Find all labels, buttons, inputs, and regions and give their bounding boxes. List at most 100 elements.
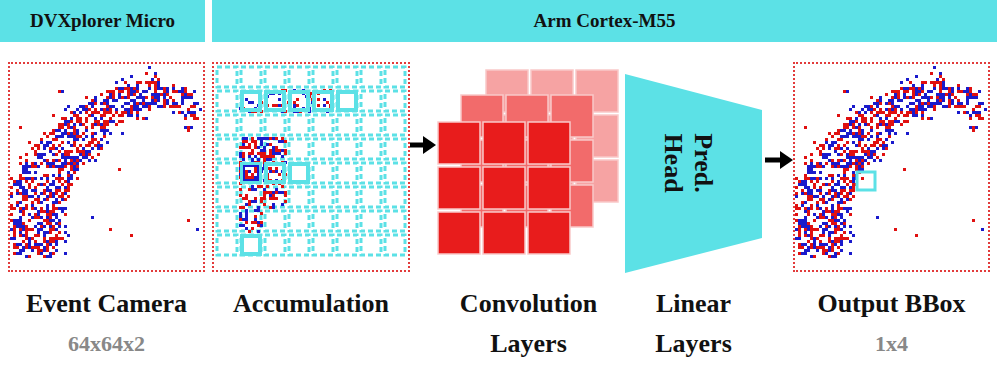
event-pixel	[960, 105, 963, 108]
event-pixel	[978, 111, 981, 114]
event-pixel	[118, 87, 121, 90]
event-pixel	[912, 96, 915, 99]
event-pixel	[260, 200, 263, 203]
event-pixel	[897, 90, 900, 93]
event-pixel	[97, 141, 100, 144]
event-pixel	[984, 108, 987, 111]
event-pixel	[948, 102, 951, 105]
event-pixel	[846, 192, 849, 195]
event-pixel	[918, 108, 921, 111]
event-pixel	[852, 177, 855, 180]
event-pixel	[154, 84, 157, 87]
event-pixel	[19, 222, 22, 225]
event-pixel	[804, 126, 807, 129]
event-pixel	[61, 210, 64, 213]
event-pixel	[882, 111, 885, 114]
event-pixel	[85, 126, 88, 129]
event-pixel	[825, 225, 828, 228]
event-pixel	[918, 87, 921, 90]
image-frame	[8, 62, 205, 272]
event-pixel	[79, 111, 82, 114]
event-pixel	[945, 93, 948, 96]
event-pixel	[121, 87, 124, 90]
event-pixel	[245, 194, 248, 197]
event-pixel	[822, 210, 825, 213]
event-pixel	[858, 159, 861, 162]
event-pixel	[181, 90, 184, 93]
event-pixel	[40, 225, 43, 228]
event-pixel	[870, 120, 873, 123]
event-pixel	[97, 123, 100, 126]
event-pixel	[61, 123, 64, 126]
event-pixel	[804, 156, 807, 159]
event-pixel	[816, 195, 819, 198]
event-pixel	[254, 215, 257, 218]
event-pixel	[846, 141, 849, 144]
event-pixel	[945, 105, 948, 108]
tile-outline	[289, 139, 309, 159]
event-pixel	[819, 186, 822, 189]
tile-outline	[289, 211, 309, 231]
tile-outline	[241, 163, 261, 183]
event-pixel	[187, 129, 190, 132]
event-pixel	[13, 231, 16, 234]
event-pixel	[909, 102, 912, 105]
event-pixel	[942, 78, 945, 81]
event-pixel	[31, 237, 34, 240]
event-pixel	[816, 228, 819, 231]
event-pixel	[804, 183, 807, 186]
event-pixel	[873, 141, 876, 144]
event-pixel	[46, 135, 49, 138]
event-pixel	[840, 186, 843, 189]
event-pixel	[837, 237, 840, 240]
event-pixel	[828, 225, 831, 228]
event-pixel	[921, 84, 924, 87]
event-pixel	[795, 213, 798, 216]
event-pixel	[58, 159, 61, 162]
event-pixel	[100, 147, 103, 150]
event-pixel	[918, 105, 921, 108]
event-pixel	[891, 102, 894, 105]
event-pixel	[972, 108, 975, 111]
event-pixel	[960, 102, 963, 105]
event-pixel	[254, 176, 257, 179]
event-pixel	[804, 192, 807, 195]
tile-outline	[337, 115, 357, 135]
conv-block: Convolution Layers	[436, 62, 621, 374]
event-pixel	[97, 144, 100, 147]
event-pixel	[879, 159, 882, 162]
event-pixel	[855, 162, 858, 165]
event-pixel	[924, 93, 927, 96]
event-pixel	[25, 255, 28, 258]
event-pixel	[34, 165, 37, 168]
event-pixel	[933, 81, 936, 84]
event-pixel	[40, 192, 43, 195]
event-pixel	[73, 123, 76, 126]
event-pixel	[49, 225, 52, 228]
event-pixel	[852, 195, 855, 198]
event-pixel	[825, 243, 828, 246]
event-pixel	[31, 162, 34, 165]
event-pixel	[957, 105, 960, 108]
event-pixel	[34, 198, 37, 201]
event-pixel	[912, 114, 915, 117]
event-pixel	[852, 123, 855, 126]
event-pixel	[49, 210, 52, 213]
event-pixel	[900, 123, 903, 126]
event-pixel	[22, 165, 25, 168]
event-pixel	[849, 225, 852, 228]
event-pixel	[837, 153, 840, 156]
event-pixel	[248, 152, 251, 155]
event-pixel	[831, 174, 834, 177]
event-pixel	[897, 93, 900, 96]
event-pixel	[978, 117, 981, 120]
event-pixel	[49, 255, 52, 258]
event-pixel	[16, 225, 19, 228]
event-pixel	[837, 165, 840, 168]
event-pixel	[846, 168, 849, 171]
event-pixel	[873, 144, 876, 147]
event-pixel	[939, 93, 942, 96]
event-pixel	[151, 99, 154, 102]
event-pixel	[70, 174, 73, 177]
